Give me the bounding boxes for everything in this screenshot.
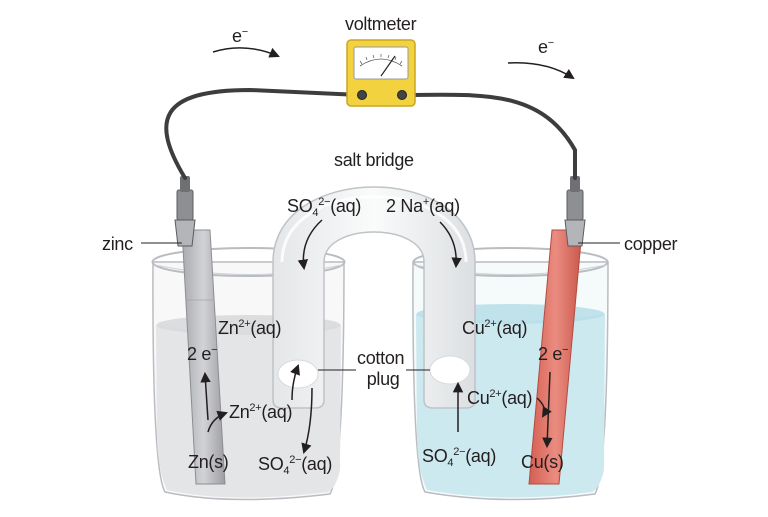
- cu-solid-label: Cu(s): [521, 452, 564, 472]
- electron-right-label: e−: [538, 37, 554, 57]
- voltmeter-label: voltmeter: [345, 14, 417, 34]
- cu-electrons-label: 2 e−: [538, 344, 569, 364]
- zn-ion-mid-label: Zn2+(aq): [229, 402, 293, 422]
- zn-oxidation-arrow: [200, 371, 211, 421]
- cotton-plug-label: cotton plug: [357, 348, 405, 389]
- zn-electrons-label: 2 e−: [187, 344, 218, 364]
- right-electron-arrow: [507, 62, 575, 80]
- right-sulfate-label: SO42−(aq): [422, 446, 497, 469]
- cu-ion-arrow: [536, 397, 552, 418]
- salt-bridge-label: salt bridge: [334, 150, 414, 170]
- cu-reduction-arrow: [542, 371, 553, 449]
- left-sulfate-label: SO42−(aq): [258, 454, 333, 477]
- zn-ion-release-arrow: [207, 410, 228, 433]
- bridge-sodium-arrow: [439, 221, 462, 269]
- left-wire: [164, 87, 362, 180]
- right-cotton-plug: [429, 355, 471, 385]
- right-wire: [402, 92, 577, 180]
- right-clip: [564, 176, 586, 247]
- zn-solid-label: Zn(s): [188, 452, 229, 472]
- cu-ion-mid-label: Cu2+(aq): [467, 388, 533, 408]
- left-electron-arrow: [212, 47, 280, 58]
- cu-ion-top-label: Cu2+(aq): [462, 318, 528, 338]
- left-cotton-plug: [277, 359, 319, 389]
- zinc-label: zinc: [102, 234, 133, 254]
- left-clip: [174, 176, 196, 247]
- bridge-sulfate-label: SO42−(aq): [287, 196, 362, 219]
- copper-label: copper: [624, 234, 678, 254]
- left-plug-up-arrow: [290, 364, 300, 401]
- electron-left-label: e−: [232, 26, 248, 46]
- bridge-sulfate-arrow: [297, 219, 323, 271]
- bridge-sodium-label: 2 Na+(aq): [386, 196, 460, 216]
- left-sulfate-arrow: [301, 387, 313, 455]
- voltmeter-device: [346, 39, 416, 107]
- zn-ion-top-label: Zn2+(aq): [218, 318, 282, 338]
